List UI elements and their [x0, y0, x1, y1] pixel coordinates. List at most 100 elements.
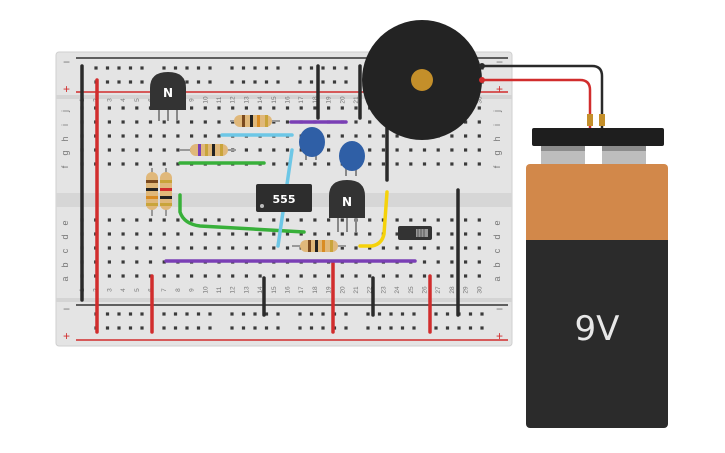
- breadboard-hole: [321, 80, 325, 84]
- breadboard-hole: [422, 274, 427, 278]
- breadboard-hole: [327, 148, 331, 152]
- breadboard-hole: [395, 246, 399, 250]
- breadboard-hole: [272, 106, 276, 110]
- breadboard-hole: [477, 260, 481, 264]
- breadboard-hole: [140, 66, 144, 70]
- breadboard-hole: [128, 312, 133, 316]
- breadboard-hole: [135, 134, 139, 138]
- breadboard-hole: [264, 66, 269, 70]
- breadboard-hole: [409, 246, 413, 250]
- breadboard-hole: [327, 134, 331, 138]
- breadboard-hole: [468, 312, 473, 316]
- breadboard-hole: [107, 106, 111, 110]
- breadboard-hole: [217, 246, 221, 250]
- breadboard-hole: [176, 148, 180, 152]
- lead-connector: [587, 114, 593, 126]
- breadboard-hole: [217, 218, 221, 222]
- breadboard-hole: [464, 260, 468, 264]
- column-number: 29: [463, 286, 470, 294]
- breadboard-hole: [185, 66, 189, 70]
- breadboard-hole: [140, 326, 144, 330]
- breadboard-hole: [241, 66, 246, 70]
- breadboard-hole: [368, 274, 372, 278]
- column-number: 10: [202, 96, 209, 104]
- breadboard-hole: [395, 232, 399, 236]
- breadboard-hole: [327, 106, 331, 110]
- breadboard-hole: [313, 232, 317, 236]
- breadboard-hole: [445, 312, 450, 316]
- breadboard-hole: [344, 326, 348, 330]
- breadboard-hole: [477, 246, 481, 250]
- breadboard-hole: [105, 66, 110, 70]
- breadboard-hole: [344, 80, 348, 84]
- breadboard-hole: [135, 106, 139, 110]
- breadboard-hole: [422, 148, 427, 152]
- breadboard-hole: [309, 326, 314, 330]
- lead-end: [479, 77, 485, 83]
- breadboard-hole: [477, 162, 481, 166]
- breadboard-hole: [253, 326, 257, 330]
- breadboard-hole: [299, 232, 303, 236]
- breadboard-hole: [135, 120, 139, 124]
- breadboard-hole: [276, 66, 280, 70]
- breadboard-hole: [148, 162, 153, 166]
- breadboard-hole: [285, 120, 290, 124]
- row-letter: g: [492, 150, 502, 155]
- breadboard-hole: [299, 274, 303, 278]
- breadboard-hole: [107, 260, 111, 264]
- breadboard-hole: [173, 312, 178, 316]
- breadboard-hole: [148, 246, 153, 250]
- rail-plus-label: +: [63, 82, 70, 96]
- breadboard-hole: [464, 274, 468, 278]
- breadboard-hole: [231, 218, 235, 222]
- breadboard-hole: [148, 260, 153, 264]
- row-letter: e: [492, 220, 502, 225]
- breadboard-hole: [135, 232, 139, 236]
- breadboard-hole: [185, 80, 189, 84]
- breadboard-hole: [354, 232, 358, 236]
- row-letter: d: [492, 234, 502, 239]
- breadboard-hole: [217, 232, 221, 236]
- breadboard-hole: [176, 232, 180, 236]
- breadboard-hole: [368, 162, 372, 166]
- slide-switch[interactable]: [398, 226, 432, 240]
- breadboard-hole: [117, 312, 121, 316]
- breadboard-hole: [340, 246, 344, 250]
- breadboard-hole: [253, 312, 257, 316]
- column-number: 13: [243, 96, 250, 104]
- breadboard-hole: [176, 274, 180, 278]
- breadboard-hole: [107, 162, 111, 166]
- column-number: 16: [285, 286, 292, 294]
- breadboard-hole: [258, 232, 262, 236]
- breadboard-hole: [176, 218, 180, 222]
- breadboard-hole: [121, 162, 125, 166]
- breadboard-hole: [477, 274, 481, 278]
- breadboard-hole: [203, 106, 207, 110]
- breadboard-hole: [162, 162, 166, 166]
- breadboard-hole: [107, 218, 111, 222]
- breadboard-hole: [272, 246, 276, 250]
- breadboard-hole: [412, 312, 416, 316]
- breadboard-hole: [422, 162, 427, 166]
- column-number: 4: [120, 98, 127, 102]
- column-number: 17: [298, 286, 305, 294]
- breadboard-hole: [409, 274, 413, 278]
- column-number: 28: [449, 286, 456, 294]
- breadboard-hole: [258, 274, 262, 278]
- breadboard-hole: [321, 326, 325, 330]
- breadboard-hole: [190, 274, 194, 278]
- column-number: 27: [435, 286, 442, 294]
- piezo-buzzer: [362, 20, 482, 140]
- breadboard-hole: [231, 106, 235, 110]
- rail-minus-label: −: [496, 302, 503, 316]
- breadboard-hole: [162, 246, 166, 250]
- breadboard-hole: [203, 134, 207, 138]
- breadboard-hole: [217, 274, 221, 278]
- breadboard-hole: [340, 134, 344, 138]
- breadboard-hole: [327, 232, 331, 236]
- breadboard-hole: [299, 162, 303, 166]
- breadboard-hole: [464, 134, 468, 138]
- rail-minus-label: −: [63, 55, 70, 69]
- breadboard-hole: [162, 274, 166, 278]
